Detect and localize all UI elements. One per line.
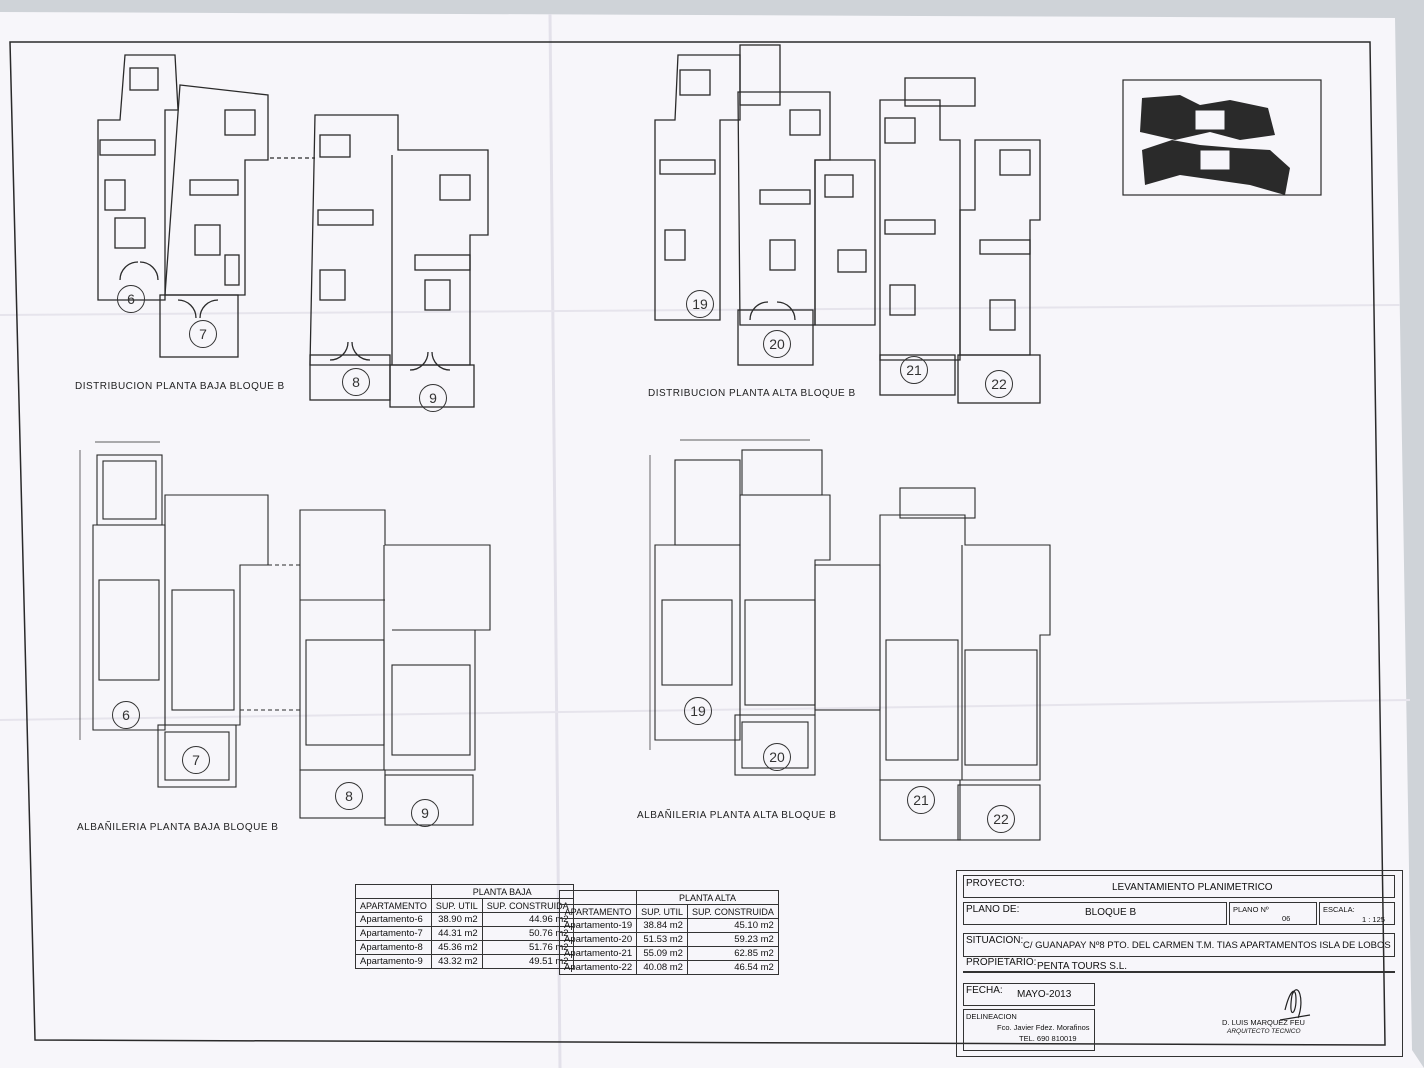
label-alb-baja: ALBAÑILERIA PLANTA BAJA BLOQUE B: [77, 822, 279, 833]
apartment-number: 8: [335, 782, 363, 810]
delineacion-box: [963, 1009, 1095, 1051]
divider: [963, 971, 1395, 973]
column-header: SUP. UTIL: [636, 904, 688, 919]
signature-mark: [1279, 989, 1311, 1021]
table-header-empty: [558, 890, 638, 905]
apartment-number: 21: [900, 356, 928, 384]
plano-n-box: [1229, 902, 1317, 925]
situacion-value: C/ GUANAPAY Nº8 PTO. DEL CARMEN T.M. TIA…: [1023, 940, 1391, 951]
plano-n-label: PLANO Nº: [1233, 905, 1269, 914]
apartment-number: 9: [419, 384, 447, 412]
plano-de-value: BLOQUE B: [1085, 907, 1137, 918]
apartment-number: 22: [987, 805, 1015, 833]
proyecto-label: PROYECTO:: [966, 878, 1025, 889]
delineacion-label: DELINEACION: [966, 1012, 1017, 1021]
arquitecto-name: D. LUIS MARQUEZ FEU: [1222, 1018, 1305, 1027]
plano-de-label: PLANO DE:: [966, 904, 1020, 915]
situacion-label: SITUACION:: [966, 935, 1024, 946]
label-dist-baja: DISTRIBUCION PLANTA BAJA BLOQUE B: [75, 381, 285, 392]
situacion-box: [963, 933, 1395, 957]
apartment-number: 8: [342, 368, 370, 396]
title-block: PROYECTO: LEVANTAMIENTO PLANIMETRICO PLA…: [956, 870, 1403, 1057]
escala-box: [1319, 902, 1395, 925]
fecha-box: [963, 983, 1095, 1006]
column-header: SUP. CONSTRUIDA: [686, 904, 779, 919]
apartment-number: 6: [117, 285, 145, 313]
proyecto-box: [963, 875, 1395, 898]
plano-n-value: 06: [1282, 914, 1291, 923]
propietario-label: PROPIETARIO:: [966, 957, 1037, 968]
apartment-number: 21: [907, 786, 935, 814]
apartment-number: 6: [112, 701, 140, 729]
column-header: SUP. UTIL: [430, 898, 483, 913]
fecha-label: FECHA:: [966, 985, 1003, 996]
table-header-empty: [355, 884, 432, 899]
escala-label: ESCALA:: [1323, 905, 1355, 914]
apartment-number: 7: [182, 746, 210, 774]
apartment-number: 9: [411, 799, 439, 827]
label-alb-alta: ALBAÑILERIA PLANTA ALTA BLOQUE B: [637, 810, 837, 821]
apartment-number: 19: [686, 290, 714, 318]
floor-plan-dist-alta: [654, 44, 1041, 404]
apartment-number: 7: [189, 320, 217, 348]
floor-plan-alb-alta: [649, 439, 1051, 841]
propietario-value: PENTA TOURS S.L.: [1037, 961, 1128, 972]
apartment-number: 20: [763, 330, 791, 358]
column-header: APARTAMENTO: [355, 898, 432, 913]
escala-value: 1 : 125: [1362, 915, 1385, 924]
apartment-number: 22: [985, 370, 1013, 398]
telefono: TEL. 690 810019: [1019, 1034, 1077, 1043]
column-header: APARTAMENTO: [558, 904, 638, 919]
fecha-value: MAYO-2013: [1017, 989, 1072, 1000]
apartment-number: 20: [763, 743, 791, 771]
plano-de-box: [963, 902, 1227, 925]
floor-plan-alb-baja: [79, 441, 491, 826]
location-key-plan: [1122, 79, 1322, 196]
delineante: Fco. Javier Fdez. Morafinos: [997, 1023, 1090, 1032]
table-title: PLANTA ALTA: [636, 890, 779, 905]
arquitecto-title: ARQUITECTO TECNICO: [1227, 1028, 1301, 1035]
proyecto-value: LEVANTAMIENTO PLANIMETRICO: [1112, 882, 1273, 893]
label-dist-alta: DISTRIBUCION PLANTA ALTA BLOQUE B: [648, 388, 856, 399]
table-title: PLANTA BAJA: [430, 884, 574, 899]
apartment-number: 19: [684, 697, 712, 725]
